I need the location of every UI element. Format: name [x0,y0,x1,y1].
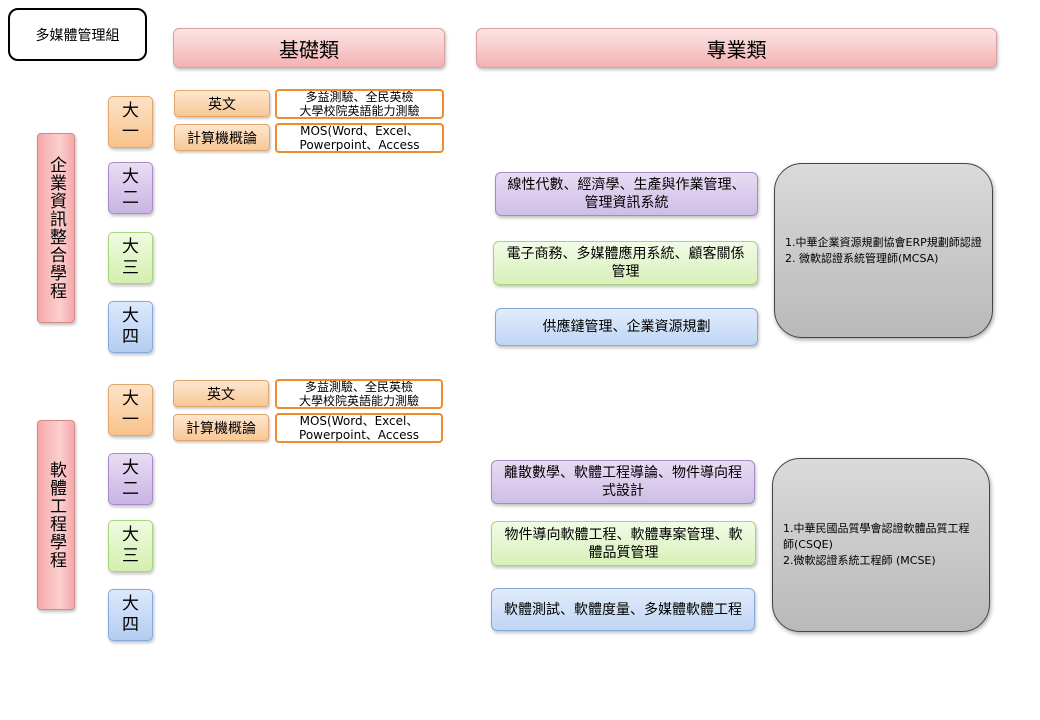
year-num: 二 [122,479,139,499]
course-year-2: 線性代數、經濟學、生產與作業管理、管理資訊系統 [495,172,758,216]
license-item: 1.中華企業資源規劃協會ERP規劃師認證 [785,235,982,249]
year-char: 大 [122,525,139,545]
subject-computer-intro: 計算機概論 [174,124,270,151]
year-1: 大一 [108,384,153,436]
year-num: 四 [122,615,139,635]
course-year-3: 物件導向軟體工程、軟體專案管理、軟體品質管理 [491,521,756,566]
year-num: 四 [122,327,139,347]
year-char: 大 [122,167,139,187]
group-title: 多媒體管理組 [8,8,147,61]
year-2: 大二 [108,162,153,214]
year-char: 大 [122,237,139,257]
cert-english: 多益測驗、全民英檢 大學校院英語能力測驗 [275,89,444,119]
year-char: 大 [122,101,139,121]
course-year-4: 軟體測試、軟體度量、多媒體軟體工程 [491,588,755,631]
year-num: 一 [122,122,139,142]
cert-english: 多益測驗、全民英檢 大學校院英語能力測驗 [275,379,443,409]
cert-mos: MOS(Word、Excel、 Powerpoint、Access [275,413,443,443]
year-1: 大一 [108,96,153,148]
year-4: 大四 [108,589,153,641]
year-num: 三 [122,258,139,278]
subject-english: 英文 [174,90,270,117]
header-basic: 基礎類 [173,28,445,68]
year-num: 一 [122,410,139,430]
subject-computer-intro: 計算機概論 [173,414,269,441]
year-num: 三 [122,546,139,566]
cert-mos: MOS(Word、Excel、 Powerpoint、Access [275,123,444,153]
course-year-2: 離散數學、軟體工程導論、物件導向程式設計 [491,460,755,504]
year-char: 大 [122,389,139,409]
year-num: 二 [122,188,139,208]
license-box: 1.中華民國品質學會認證軟體品質工程師(CSQE) 2.微軟認證系統工程師 (M… [772,458,990,632]
program-enterprise-integration: 企業資訊整合學程 [37,133,75,323]
year-4: 大四 [108,301,153,353]
license-item: 2.微軟認證系統工程師 (MCSE) [783,554,936,567]
program-software-engineering: 軟體工程學程 [37,420,75,610]
year-char: 大 [122,306,139,326]
course-year-3: 電子商務、多媒體應用系統、顧客關係管理 [493,241,758,285]
year-char: 大 [122,458,139,478]
year-3: 大三 [108,520,153,572]
year-2: 大二 [108,453,153,505]
license-item: 1.中華民國品質學會認證軟體品質工程師(CSQE) [783,522,970,551]
header-professional: 專業類 [476,28,997,68]
license-box: 1.中華企業資源規劃協會ERP規劃師認證 2. 微軟認證系統管理師(MCSA) [774,163,993,338]
year-char: 大 [122,594,139,614]
year-3: 大三 [108,232,153,284]
license-item: 2. 微軟認證系統管理師(MCSA) [785,251,939,265]
subject-english: 英文 [173,380,269,407]
course-year-4: 供應鏈管理、企業資源規劃 [495,308,758,346]
